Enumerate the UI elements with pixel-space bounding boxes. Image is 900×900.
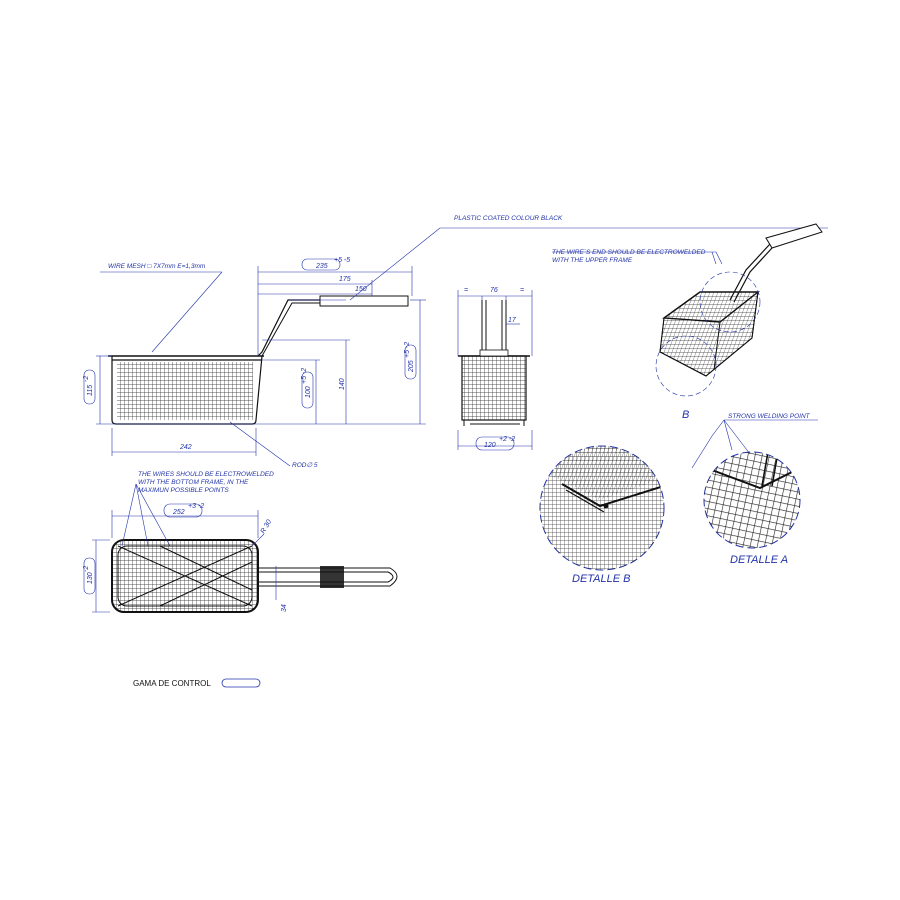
legend-label: GAMA DE CONTROL [133,679,211,688]
dim-140: 140 [339,378,346,390]
tolerance-badge [83,369,96,405]
dim-205: 205 [408,360,415,373]
dim-130: 130 [87,572,94,584]
dim-205-tol: +5 -2 [404,342,411,358]
detail-a-callout [699,271,761,333]
tolerance-badge [163,503,203,518]
end-dim-lines [457,290,533,450]
detail-b [539,445,665,571]
tolerance-badge [301,371,314,409]
wire-end-note-2: WITH THE UPPER FRAME [552,257,633,264]
plastic-note: PLASTIC COATED COLOUR BLACK [454,215,563,222]
dim-115: 115 [87,385,94,396]
dim-120: 120 [484,442,496,449]
dim-76: 76 [490,287,498,294]
side-handle-grip [319,295,409,307]
top-handle-grip [320,566,344,588]
electro-note-2: WITH THE BOTTOM FRAME, IN THE [138,479,249,486]
dim-130-tol: -2 [83,566,90,572]
tolerance-badge [404,344,417,380]
top-dim-lines [92,483,277,613]
dim-235: 235 [315,263,328,270]
view-label-b: B [682,409,689,421]
strong-welding-note: STRONG WELDING POINT [728,413,811,420]
dim-242: 242 [179,444,192,451]
side-handle-wire [257,299,322,357]
electro-note-3: MAXIMUN POSSIBLE POINTS [138,487,229,494]
tolerance-badge [301,258,341,271]
dim-34: 34 [281,604,288,612]
side-dim-lines [96,227,828,467]
legend-swatch [221,678,261,688]
dim-115-tol: -2 [83,376,90,382]
tolerance-badge [83,557,96,595]
radius-r30: R 30 [260,519,274,535]
dim-eq-right: = [520,287,524,294]
wire-end-note-1: THE WIRE´S END SHOULD BE ELECTROWELDED [552,249,706,256]
dim-150: 150 [355,286,367,293]
tolerance-badge [475,436,515,451]
dim-100-tol: +5 -2 [301,368,308,384]
dim-252-tol: +3 -2 [188,503,204,510]
detail-a-label: DETALLE A [730,554,788,566]
dim-17: 17 [508,317,517,324]
wire-mesh-note: WIRE MESH □ 7X7mm E=1,3mm [108,263,206,270]
detail-b-label: DETALLE B [572,573,631,585]
iso-handle-grip [765,223,823,249]
dim-100: 100 [305,386,312,398]
dim-120-tol: +2 -2 [499,436,515,443]
dim-235-tol: +5 -5 [334,257,350,264]
detail-b-callout [655,335,717,397]
detail-a [703,451,801,549]
top-view [111,539,398,613]
electro-note-1: THE WIRES SHOULD BE ELECTROWELDED [138,471,274,478]
dim-175: 175 [339,276,351,283]
rod-note: ROD∅ 5 [292,462,318,469]
dim-eq-left: = [464,287,468,294]
isometric-view [659,223,823,377]
side-view [108,295,409,425]
side-mesh [117,362,253,420]
end-view [458,300,530,426]
dim-252: 252 [172,509,185,516]
